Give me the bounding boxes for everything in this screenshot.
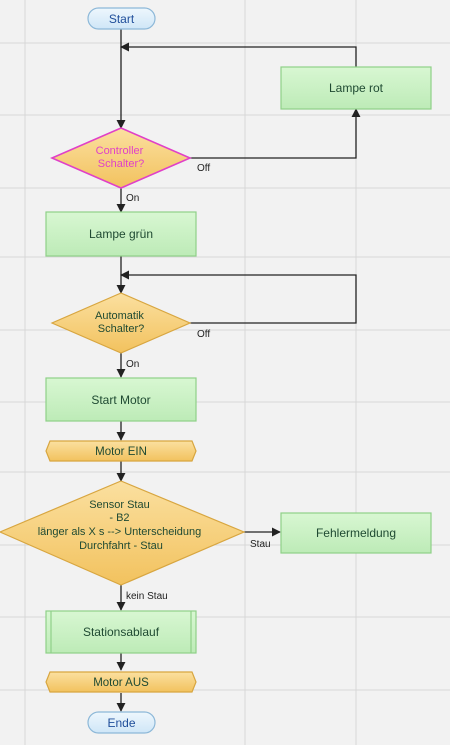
lampe-rot-label: Lampe rot bbox=[329, 81, 384, 95]
edge-label-on-controller: On bbox=[126, 193, 139, 204]
controller-label-line1: Controller bbox=[96, 145, 144, 157]
ende-label: Ende bbox=[107, 716, 135, 730]
svg-text:Automatik Schalter?: Automatik Schalter? bbox=[95, 310, 147, 335]
motor-ein-label: Motor EIN bbox=[95, 446, 147, 458]
edge-labels: Off On Off On Stau kein Stau bbox=[126, 163, 271, 602]
sensor-label-line2: - B2 bbox=[109, 512, 129, 524]
automatik-schalter-decision[interactable]: Automatik Schalter? bbox=[50, 292, 192, 354]
stationsablauf-subprocess[interactable]: Stationsablauf bbox=[45, 610, 197, 654]
fehlermeldung-process[interactable]: Fehlermeldung bbox=[280, 512, 432, 554]
edge-label-kein-stau: kein Stau bbox=[126, 591, 168, 602]
edge-label-off-controller: Off bbox=[197, 163, 210, 174]
lampe-gruen-process[interactable]: Lampe grün bbox=[45, 211, 197, 257]
edge-label-on-automatik: On bbox=[126, 359, 139, 370]
motor-aus-preparation[interactable]: Motor AUS bbox=[45, 671, 197, 693]
connectors bbox=[116, 29, 361, 712]
motor-aus-label: Motor AUS bbox=[93, 677, 149, 689]
lampe-gruen-label: Lampe grün bbox=[89, 227, 153, 241]
controller-label-line2: Schalter? bbox=[98, 158, 144, 170]
controller-schalter-decision[interactable]: Controller Schalter? bbox=[49, 127, 193, 189]
ende-terminal[interactable]: Ende bbox=[87, 711, 156, 734]
start-label: Start bbox=[109, 12, 135, 26]
start-terminal[interactable]: Start bbox=[87, 7, 156, 30]
stationsablauf-label: Stationsablauf bbox=[83, 625, 160, 639]
automatik-label-line1: Automatik bbox=[95, 310, 144, 322]
lampe-rot-process[interactable]: Lampe rot bbox=[280, 66, 432, 110]
sensor-label-line3: länger als X s --> Unterscheidung bbox=[38, 526, 202, 538]
svg-text:Controller Schalter?: Controller Schalter? bbox=[96, 145, 147, 170]
edge-label-off-automatik: Off bbox=[197, 329, 210, 340]
start-motor-process[interactable]: Start Motor bbox=[45, 377, 197, 422]
motor-ein-preparation[interactable]: Motor EIN bbox=[45, 440, 197, 462]
sensor-label-line1: Sensor Stau bbox=[89, 499, 150, 511]
start-motor-label: Start Motor bbox=[91, 393, 150, 407]
fehlermeldung-label: Fehlermeldung bbox=[316, 526, 396, 540]
sensor-stau-decision[interactable]: Sensor Stau - B2 länger als X s --> Unte… bbox=[0, 480, 246, 586]
automatik-label-line2: Schalter? bbox=[98, 323, 144, 335]
sensor-label-line4: Durchfahrt - Stau bbox=[79, 540, 163, 552]
edge-label-stau: Stau bbox=[250, 539, 271, 550]
svg-text:Sensor Stau - B2 l: Sensor Stau - B2 länger als X s --> Unte… bbox=[38, 499, 205, 552]
